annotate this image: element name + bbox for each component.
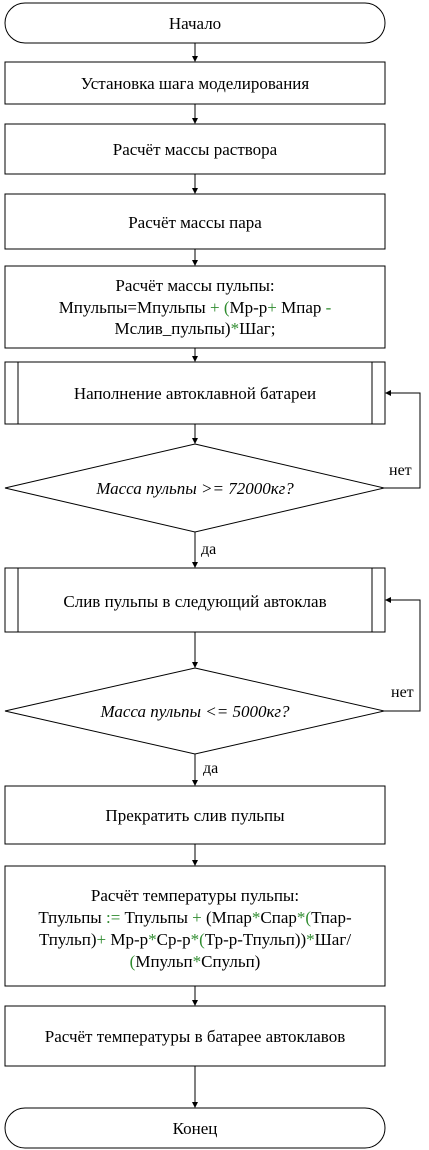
decision-mass-max-text: Масса пульпы >= 72000кг? (95, 479, 294, 498)
steam-mass-text: Расчёт массы пара (128, 213, 262, 232)
arrowhead (192, 860, 198, 866)
battery-temp-text: Расчёт температуры в батарее автоклавов (45, 1027, 345, 1046)
pulp-temp-line3: (Мпульп*Спульп) (130, 952, 261, 971)
start-text: Начало (169, 14, 221, 33)
steam-mass-process (4, 193, 386, 250)
arrowhead (192, 356, 198, 362)
pulp-mass-process (4, 265, 386, 349)
arrowhead (385, 597, 391, 603)
pulp-temp-process (4, 865, 386, 987)
arrowhead (192, 118, 198, 124)
pulp-mass-title: Расчёт массы пульпы: (115, 276, 274, 295)
set-step-text: Установка шага моделирования (81, 74, 310, 93)
end-text: Конец (173, 1119, 218, 1138)
battery-temp-process (4, 1005, 386, 1067)
no-label-2: нет (391, 684, 414, 701)
no-loop-1 (384, 392, 421, 489)
arrowhead (385, 390, 391, 396)
arrowhead (192, 780, 198, 786)
fill-battery-text: Наполнение автоклавной батареи (74, 384, 316, 403)
arrowhead (192, 188, 198, 194)
arrowhead (192, 56, 198, 62)
pulp-temp-line2: Тпульп)+ Мр-р*Ср-р*(Тр-р-Тпульп))*Шаг/ (39, 930, 351, 949)
solution-mass-text: Расчёт массы раствора (113, 140, 278, 159)
no-label-1: нет (389, 462, 412, 479)
pulp-mass-line1: Мпульпы=Мпульпы + (Мр-р+ Мпар - (59, 298, 332, 317)
pulp-temp-line1: Тпульпы := Тпульпы + (Мпар*Спар*(Тпар- (38, 908, 352, 927)
arrowhead (192, 438, 198, 444)
arrowhead (192, 1000, 198, 1006)
set-step-process (4, 61, 386, 105)
yes-label-2: да (203, 760, 218, 777)
stop-drain-process (4, 785, 386, 845)
arrowhead (192, 260, 198, 266)
pulp-temp-title: Расчёт температуры пульпы: (91, 886, 299, 905)
arrowhead (192, 562, 198, 568)
no-loop-2 (384, 599, 421, 712)
end-terminator (4, 1107, 386, 1149)
pulp-mass-line2: Мслив_пульпы)*Шаг; (115, 319, 276, 338)
decision-mass-min-text: Масса пульпы <= 5000кг? (99, 702, 290, 721)
arrowhead (192, 662, 198, 668)
arrowhead (192, 1102, 198, 1108)
drain-subprocess (4, 567, 386, 633)
stop-drain-text: Прекратить слив пульпы (105, 806, 285, 825)
drain-text: Слив пульпы в следующий автоклав (63, 592, 326, 611)
yes-label-1: да (201, 541, 216, 558)
